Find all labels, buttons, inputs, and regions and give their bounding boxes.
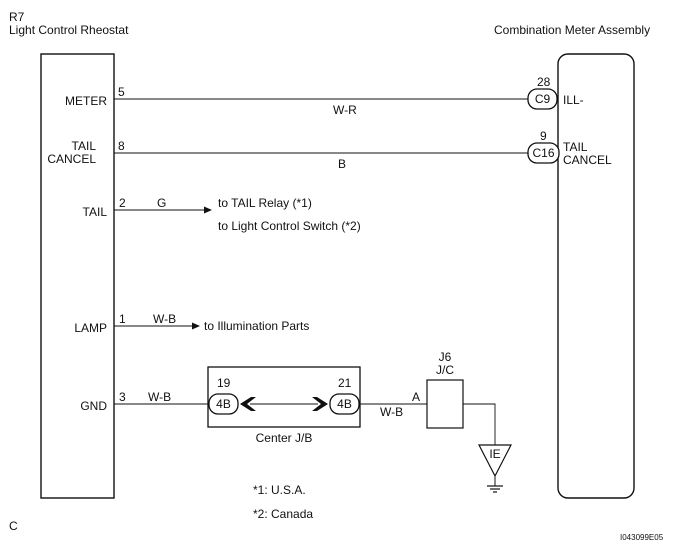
note-canada: *2: Canada <box>253 507 314 521</box>
meter-assembly-name: Combination Meter Assembly <box>494 23 651 37</box>
wire-color-w-r: W-R <box>333 103 357 117</box>
arrow-tail <box>204 206 212 214</box>
rheostat-name: Light Control Rheostat <box>9 23 129 37</box>
connector-c16-outline <box>527 142 560 164</box>
wire-color-w-b-gnd: W-B <box>148 390 172 404</box>
meter-assembly-body <box>557 53 635 499</box>
pin-label-meter: METER <box>65 94 107 108</box>
figure-id: I043099E05 <box>620 533 664 542</box>
jc-terminal-a: A <box>412 390 421 404</box>
pin-label-lamp: LAMP <box>74 321 107 335</box>
jb-right-connector <box>329 393 360 415</box>
jb-left-chevron <box>240 397 256 411</box>
dest-illumination: to Illumination Parts <box>204 319 310 333</box>
wire-color-w-b-jc: W-B <box>380 405 404 419</box>
dest-tail-relay: to TAIL Relay (*1) <box>218 196 312 210</box>
pin-number-8: 8 <box>118 139 125 153</box>
jc-code: J6 <box>438 350 452 364</box>
meter-label-ill: ILL- <box>563 93 584 107</box>
pin-number-1: 1 <box>119 312 126 326</box>
arrow-lamp <box>192 322 200 330</box>
wire-color-b: B <box>338 157 347 171</box>
pin-label-gnd: GND <box>80 399 107 413</box>
pin-number-2: 2 <box>119 196 126 210</box>
rheostat-body <box>40 53 115 499</box>
jc-box <box>426 379 464 429</box>
center-jb-label: Center J/B <box>255 431 313 445</box>
pin-label-tail: TAIL <box>71 139 96 153</box>
dest-light-control-switch: to Light Control Switch (*2) <box>218 219 361 233</box>
connector-c9: C9 <box>534 92 551 106</box>
jb-pin-21: 21 <box>338 376 352 390</box>
jb-right-conn-4b: 4B <box>337 397 352 411</box>
note-usa: *1: U.S.A. <box>253 483 306 497</box>
jb-pin-19: 19 <box>217 376 231 390</box>
rheostat-code: R7 <box>9 10 25 24</box>
meter-pin-28: 28 <box>537 75 551 89</box>
jb-left-conn-4b: 4B <box>216 397 231 411</box>
pin-label-cancel: CANCEL <box>47 152 96 166</box>
ground-label-ie: IE <box>489 447 501 461</box>
wire-color-w-b-lamp: W-B <box>153 312 177 326</box>
corner-letter: C <box>9 519 18 533</box>
meter-label-cancel: CANCEL <box>563 153 612 167</box>
jc-name: J/C <box>436 363 454 377</box>
pin-number-3: 3 <box>119 390 126 404</box>
meter-pin-9: 9 <box>540 129 547 143</box>
jb-left-connector <box>208 393 239 415</box>
wire-color-g: G <box>157 196 167 210</box>
wire-jc-to-ground <box>463 403 496 445</box>
pin-label-tail-relay: TAIL <box>82 205 107 219</box>
pin-number-5: 5 <box>118 85 125 99</box>
connector-c9-outline <box>527 88 558 110</box>
ground-point-triangle <box>478 444 512 478</box>
jb-right-chevron <box>312 397 328 411</box>
connector-c16: C16 <box>532 146 555 160</box>
meter-label-tail: TAIL <box>563 140 588 154</box>
